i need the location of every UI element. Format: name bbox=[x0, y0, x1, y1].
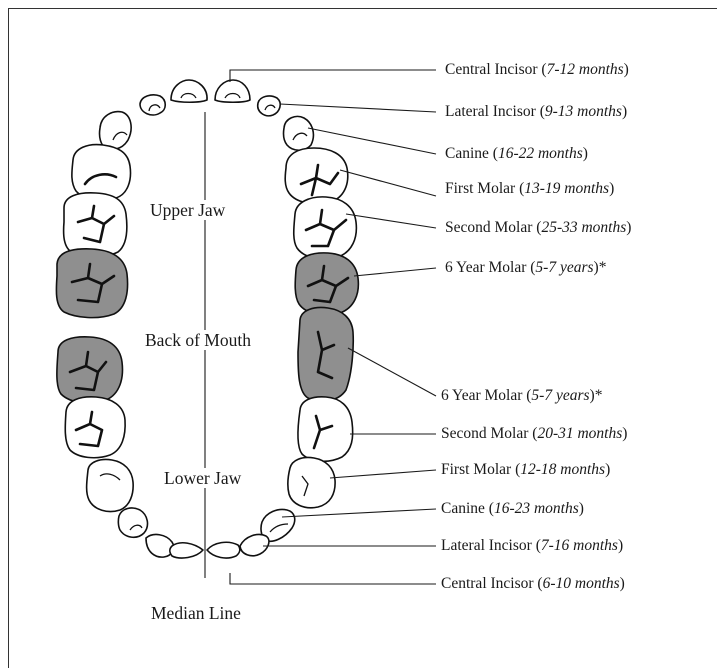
lower-first-molar-left bbox=[87, 459, 134, 511]
tooth-name: 6 Year Molar bbox=[441, 387, 522, 404]
leader-upper-central-incisor bbox=[230, 70, 436, 82]
tooth-name: First Molar bbox=[441, 461, 511, 478]
label-upper-six-year-molar: 6 Year Molar (5-7 years)* bbox=[445, 259, 606, 277]
label-upper-canine: Canine (16-22 months) bbox=[445, 145, 588, 163]
tooth-name: First Molar bbox=[445, 180, 515, 197]
label-lower-six-year-molar: 6 Year Molar (5-7 years)* bbox=[441, 387, 602, 405]
lower-six-year-molar-right bbox=[298, 308, 353, 402]
tooth-name: Second Molar bbox=[441, 425, 528, 442]
upper-lateral-incisor-left bbox=[140, 95, 165, 115]
eruption-age: 25-33 months bbox=[541, 219, 626, 236]
label-upper-lateral-incisor: Lateral Incisor (9-13 months) bbox=[445, 103, 627, 121]
eruption-age: 7-16 months bbox=[541, 537, 618, 554]
lower-canine-left bbox=[118, 508, 147, 537]
label-lower-lateral-incisor: Lateral Incisor (7-16 months) bbox=[441, 537, 623, 555]
upper-lateral-incisor-right bbox=[258, 96, 280, 116]
label-upper-central-incisor: Central Incisor (7-12 months) bbox=[445, 61, 629, 79]
upper-six-year-molar-right bbox=[295, 253, 358, 315]
lower-second-molar-right bbox=[298, 397, 353, 461]
eruption-age: 20-31 months bbox=[537, 425, 622, 442]
label-lower-first-molar: First Molar (12-18 months) bbox=[441, 461, 610, 479]
leader-lower-six-year-molar bbox=[348, 348, 436, 396]
footnote-marker: * bbox=[599, 259, 607, 276]
label-lower-central-incisor: Central Incisor (6-10 months) bbox=[441, 575, 625, 593]
leader-upper-lateral-incisor bbox=[280, 104, 436, 112]
eruption-age: 7-12 months bbox=[547, 61, 624, 78]
upper-jaw-label: Upper Jaw bbox=[148, 200, 227, 220]
lower-second-molar-left bbox=[65, 397, 125, 458]
upper-canine-left bbox=[99, 112, 131, 150]
tooth-name: Central Incisor bbox=[445, 61, 538, 78]
eruption-age: 16-23 months bbox=[494, 500, 579, 517]
lower-lateral-incisor-right bbox=[240, 534, 269, 555]
lower-lateral-incisor-left bbox=[146, 535, 174, 558]
leader-upper-six-year-molar bbox=[354, 268, 436, 276]
lower-six-year-molar-left bbox=[57, 337, 123, 403]
upper-first-molar-right bbox=[285, 148, 348, 204]
leader-upper-first-molar bbox=[340, 170, 436, 196]
eruption-age: 16-22 months bbox=[498, 145, 583, 162]
upper-first-molar-left bbox=[72, 145, 131, 200]
leader-upper-second-molar bbox=[346, 214, 436, 228]
tooth-name: Lateral Incisor bbox=[441, 537, 532, 554]
back-of-mouth-label: Back of Mouth bbox=[143, 330, 253, 350]
tooth-name: Lateral Incisor bbox=[445, 103, 536, 120]
leader-lower-central-incisor bbox=[230, 573, 436, 584]
tooth-name: Canine bbox=[441, 500, 485, 517]
label-lower-second-molar: Second Molar (20-31 months) bbox=[441, 425, 627, 443]
median-line-label: Median Line bbox=[151, 603, 241, 623]
upper-central-incisor-left bbox=[171, 80, 207, 102]
tooth-name: Second Molar bbox=[445, 219, 532, 236]
footnote-marker: * bbox=[595, 387, 603, 404]
leader-lower-canine bbox=[282, 509, 436, 517]
lower-central-incisor-left bbox=[170, 543, 203, 558]
tooth-name: 6 Year Molar bbox=[445, 259, 526, 276]
eruption-age: 6-10 months bbox=[543, 575, 620, 592]
eruption-age: 9-13 months bbox=[545, 103, 622, 120]
leader-lower-first-molar bbox=[330, 470, 436, 478]
upper-second-molar-left bbox=[64, 193, 127, 257]
lower-jaw-label: Lower Jaw bbox=[162, 468, 243, 488]
eruption-age: 12-18 months bbox=[520, 461, 605, 478]
eruption-age: 13-19 months bbox=[524, 180, 609, 197]
eruption-age: 5-7 years bbox=[535, 259, 593, 276]
eruption-age: 5-7 years bbox=[531, 387, 589, 404]
label-upper-first-molar: First Molar (13-19 months) bbox=[445, 180, 614, 198]
upper-six-year-molar-left bbox=[56, 249, 127, 318]
upper-second-molar-right bbox=[294, 197, 357, 259]
upper-central-incisor-right bbox=[215, 80, 250, 102]
upper-canine-right bbox=[283, 116, 313, 150]
tooth-name: Canine bbox=[445, 145, 489, 162]
lower-central-incisor-right bbox=[207, 542, 240, 558]
label-lower-canine: Canine (16-23 months) bbox=[441, 500, 584, 518]
tooth-name: Central Incisor bbox=[441, 575, 534, 592]
lower-first-molar-right bbox=[288, 457, 335, 507]
label-upper-second-molar: Second Molar (25-33 months) bbox=[445, 219, 631, 237]
